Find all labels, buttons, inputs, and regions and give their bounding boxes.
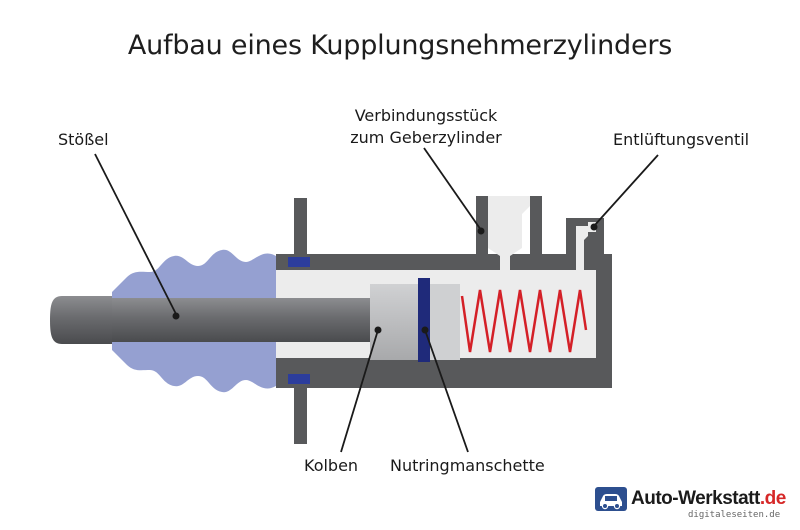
label-entlueftung: Entlüftungsventil xyxy=(613,130,750,149)
dot-verbindung xyxy=(477,227,485,235)
label-stoessel: Stößel xyxy=(58,130,109,149)
credit-text: digitaleseiten.de xyxy=(688,510,781,520)
piston xyxy=(370,284,420,360)
leader-kolben xyxy=(340,329,379,453)
dot-nutring xyxy=(421,326,429,334)
pushrod xyxy=(50,296,378,344)
leader-dots xyxy=(172,223,598,334)
brand-tld: .de xyxy=(759,488,786,509)
leader-stoessel xyxy=(94,153,177,315)
boot-seal-top xyxy=(288,257,310,267)
brand-name-main: Auto-Werkstatt xyxy=(631,488,760,509)
brand-name: Auto-Werkstatt.de xyxy=(631,487,786,511)
leader-nutring xyxy=(424,329,469,453)
pushrod-tip xyxy=(50,296,112,344)
connector-wall-right xyxy=(530,196,542,258)
seal-back xyxy=(430,284,460,360)
pushrod-shaft xyxy=(112,298,378,342)
dot-entlueftung xyxy=(590,223,598,231)
dot-kolben xyxy=(374,326,382,334)
bleed-channel xyxy=(576,226,588,272)
leader-lines xyxy=(94,147,659,453)
dot-stoessel xyxy=(172,312,180,320)
leader-entlueftung xyxy=(593,154,659,227)
car-icon xyxy=(595,487,627,511)
brand-logo[interactable]: Auto-Werkstatt.de xyxy=(595,487,786,511)
connector-wall-left xyxy=(476,196,488,258)
label-verbindung-1: Verbindungsstück xyxy=(354,106,498,125)
connector-channel xyxy=(488,196,530,272)
label-kolben: Kolben xyxy=(304,456,359,475)
page-title: Aufbau eines Kupplungsnehmerzylinders xyxy=(127,30,673,61)
leader-verbindung xyxy=(423,147,482,231)
label-verbindung-2: zum Geberzylinder xyxy=(350,128,502,147)
seal xyxy=(418,278,430,362)
boot-seal-bottom xyxy=(288,374,310,384)
label-nutring: Nutringmanschette xyxy=(390,456,545,475)
return-spring xyxy=(460,289,588,353)
